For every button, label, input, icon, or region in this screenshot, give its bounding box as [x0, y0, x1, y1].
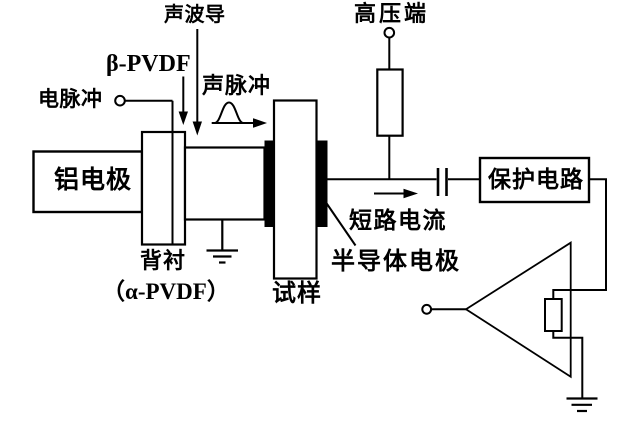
coupling-capacitor-icon: [436, 168, 448, 196]
amplifier-triangle-icon: [464, 241, 572, 379]
output-feedback-wire: [552, 178, 607, 299]
label-electric-pulse: 电脉冲: [38, 88, 103, 111]
label-sample: 试样: [272, 280, 322, 307]
label-acoustic-waveguide: 声波导: [164, 4, 226, 26]
feedback-resistor: [544, 298, 563, 332]
hv-terminal-icon: [383, 26, 396, 39]
label-short-circuit-current: 短路电流: [349, 207, 447, 233]
label-acoustic-pulse: 声脉冲: [202, 73, 272, 98]
waveguide-box: [183, 146, 266, 221]
label-semiconductor-electrode: 半导体电极: [331, 248, 461, 275]
semiconductor-electrode-bar: [316, 140, 328, 227]
waveguide-arrow-icon: [192, 29, 202, 136]
short-circuit-current-arrow-icon: [374, 188, 418, 199]
aluminum-electrode-box: [32, 150, 144, 214]
ground-symbol-amplifier: [566, 397, 598, 413]
hv-resistor: [376, 68, 404, 137]
resistor-ground-wire: [552, 331, 584, 399]
backing-box: [140, 130, 187, 246]
label-backing: 背衬: [140, 248, 187, 273]
ground-symbol-waveguide: [206, 219, 238, 264]
label-aluminum-electrode: 铝电极: [54, 166, 133, 194]
amplifier-input-terminal-icon: [421, 303, 433, 315]
sample-box: [272, 99, 318, 280]
label-hv-terminal: 高压端: [354, 1, 430, 26]
electrode-bar-left: [264, 140, 274, 227]
label-alpha-pvdf: （α-PVDF）: [102, 279, 230, 304]
electric-pulse-terminal-icon: [114, 94, 126, 107]
beta-pvdf-arrow-icon: [178, 76, 188, 125]
label-beta-pvdf: β-PVDF: [106, 51, 191, 77]
semiconductor-electrode-pointer: [325, 201, 357, 247]
acoustic-pulse-icon: [211, 101, 267, 128]
label-protection-circuit: 保护电路: [488, 166, 584, 192]
